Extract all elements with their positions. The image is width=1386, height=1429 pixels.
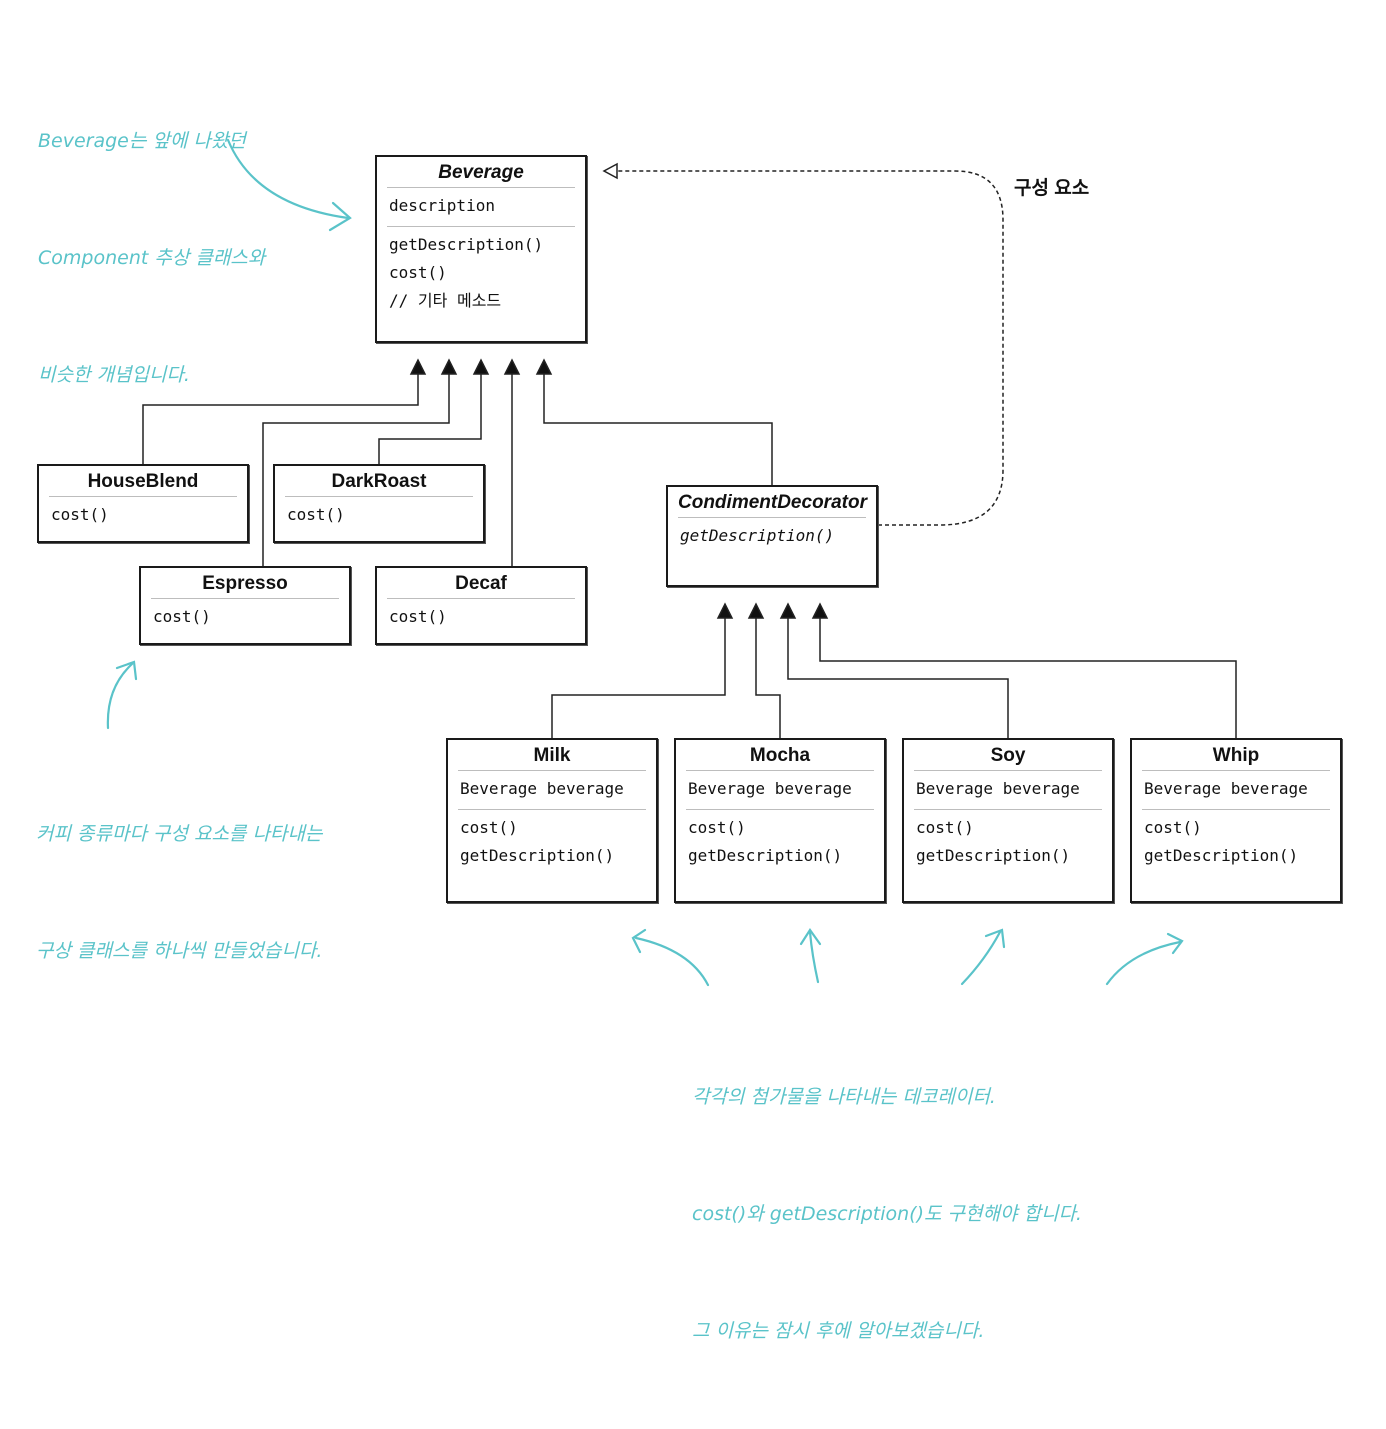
beverage-annotation: Beverage는 앞에 나왔던 Component 추상 클래스와 비슷한 개…	[38, 44, 265, 473]
soy-inheritance-line	[787, 616, 1009, 739]
soy-arrowhead	[779, 602, 797, 619]
darkroast-method: cost()	[287, 505, 345, 524]
soy-note-arrowhead	[984, 928, 1006, 949]
whip-class-name: Whip	[1142, 744, 1330, 771]
decorator-annotation-line: 각각의 첨가물을 나타내는 데코레이터.	[692, 1086, 996, 1108]
whip-note-arrow	[1105, 940, 1182, 986]
soy-attribute: Beverage beverage	[916, 779, 1080, 798]
decaf-class-box: Decaf cost()	[375, 566, 587, 645]
darkroast-inheritance-line	[378, 372, 482, 465]
soy-note-arrow	[960, 930, 1002, 986]
beverage-method: getDescription()	[389, 235, 544, 254]
mocha-method: getDescription()	[688, 846, 843, 865]
concrete-annotation-line: 커피 종류마다 구성 요소를 나타내는	[36, 823, 323, 845]
concrete-note-arrowhead	[115, 660, 138, 681]
milk-class-box: Milk Beverage beverage cost() getDescrip…	[446, 738, 658, 903]
decaf-class-name: Decaf	[387, 572, 575, 599]
beverage-note-arrow	[226, 138, 350, 220]
houseblend-arrowhead	[409, 358, 427, 375]
beverage-method: cost()	[389, 263, 447, 282]
milk-arrowhead	[716, 602, 734, 619]
composition-arrowhead	[602, 162, 618, 180]
soy-method: getDescription()	[916, 846, 1071, 865]
composition-dashed-line	[612, 170, 1004, 526]
whip-class-box: Whip Beverage beverage cost() getDescrip…	[1130, 738, 1342, 903]
whip-method: cost()	[1144, 818, 1202, 837]
whip-note-arrowhead	[1166, 932, 1184, 955]
mocha-class-name: Mocha	[686, 744, 874, 771]
houseblend-class-box: HouseBlend cost()	[37, 464, 249, 543]
condiment-decorator-class-box: CondimentDecorator getDescription()	[666, 485, 878, 587]
soy-class-name: Soy	[914, 744, 1102, 771]
annotation-arrows	[106, 138, 1184, 987]
beverage-method: // 기타 메소드	[389, 291, 502, 310]
houseblend-inheritance-line	[142, 372, 419, 465]
espresso-class-box: Espresso cost()	[139, 566, 351, 645]
mocha-note-arrowhead	[799, 928, 822, 946]
soy-class-box: Soy Beverage beverage cost() getDescript…	[902, 738, 1114, 903]
condiment-decorator-class-name: CondimentDecorator	[678, 491, 867, 518]
whip-attribute: Beverage beverage	[1144, 779, 1308, 798]
houseblend-method: cost()	[51, 505, 109, 524]
espresso-class-name: Espresso	[151, 572, 339, 599]
mocha-class-box: Mocha Beverage beverage cost() getDescri…	[674, 738, 886, 903]
decorator-inheritance-line	[543, 372, 773, 486]
darkroast-class-box: DarkRoast cost()	[273, 464, 485, 543]
houseblend-class-name: HouseBlend	[49, 470, 237, 497]
darkroast-class-name: DarkRoast	[285, 470, 473, 497]
decorator-annotation-line: cost()와 getDescription()도 구현해야 합니다.	[692, 1203, 1082, 1225]
uml-diagram: Beverage description getDescription() co…	[36, 44, 1342, 1342]
decorator-annotation: 각각의 첨가물을 나타내는 데코레이터. cost()와 getDescript…	[692, 1000, 1082, 1429]
espresso-arrowhead	[440, 358, 458, 375]
espresso-method: cost()	[153, 607, 211, 626]
mocha-attribute: Beverage beverage	[688, 779, 852, 798]
beverage-attribute: description	[389, 196, 495, 215]
decaf-method: cost()	[389, 607, 447, 626]
mocha-arrowhead	[747, 602, 765, 619]
inheritance-lines	[142, 358, 1237, 739]
whip-inheritance-line	[819, 616, 1237, 739]
beverage-annotation-line: Beverage는 앞에 나왔던	[38, 130, 246, 152]
beverage-class-box: Beverage description getDescription() co…	[375, 155, 587, 343]
milk-method: cost()	[460, 818, 518, 837]
mocha-note-arrow	[808, 930, 820, 984]
decorator-arrowhead	[535, 358, 553, 375]
connector-layer	[106, 138, 1237, 987]
beverage-note-arrowhead	[328, 201, 352, 232]
composition-label: 구성 요소	[1014, 178, 1090, 199]
beverage-class-name: Beverage	[387, 161, 575, 188]
concrete-components-annotation: 커피 종류마다 구성 요소를 나타내는 구상 클래스를 하나씩 만들었습니다.	[36, 737, 322, 1049]
whip-arrowhead	[811, 602, 829, 619]
milk-inheritance-line	[551, 616, 726, 739]
milk-class-name: Milk	[458, 744, 646, 771]
mocha-inheritance-line	[755, 616, 781, 739]
condiment-decorator-method: getDescription()	[680, 526, 835, 545]
whip-method: getDescription()	[1144, 846, 1299, 865]
darkroast-arrowhead	[472, 358, 490, 375]
beverage-annotation-line: 비슷한 개념입니다.	[38, 364, 190, 386]
concrete-note-arrow	[106, 662, 134, 730]
mocha-method: cost()	[688, 818, 746, 837]
decaf-arrowhead	[503, 358, 521, 375]
milk-note-arrowhead	[631, 928, 647, 954]
espresso-inheritance-line	[262, 372, 450, 567]
milk-method: getDescription()	[460, 846, 615, 865]
beverage-annotation-line: Component 추상 클래스와	[38, 247, 266, 269]
concrete-annotation-line: 구상 클래스를 하나씩 만들었습니다.	[36, 940, 323, 962]
milk-note-arrow	[634, 936, 710, 987]
milk-attribute: Beverage beverage	[460, 779, 624, 798]
soy-method: cost()	[916, 818, 974, 837]
decorator-annotation-line: 그 이유는 잠시 후에 알아보겠습니다.	[692, 1320, 985, 1342]
